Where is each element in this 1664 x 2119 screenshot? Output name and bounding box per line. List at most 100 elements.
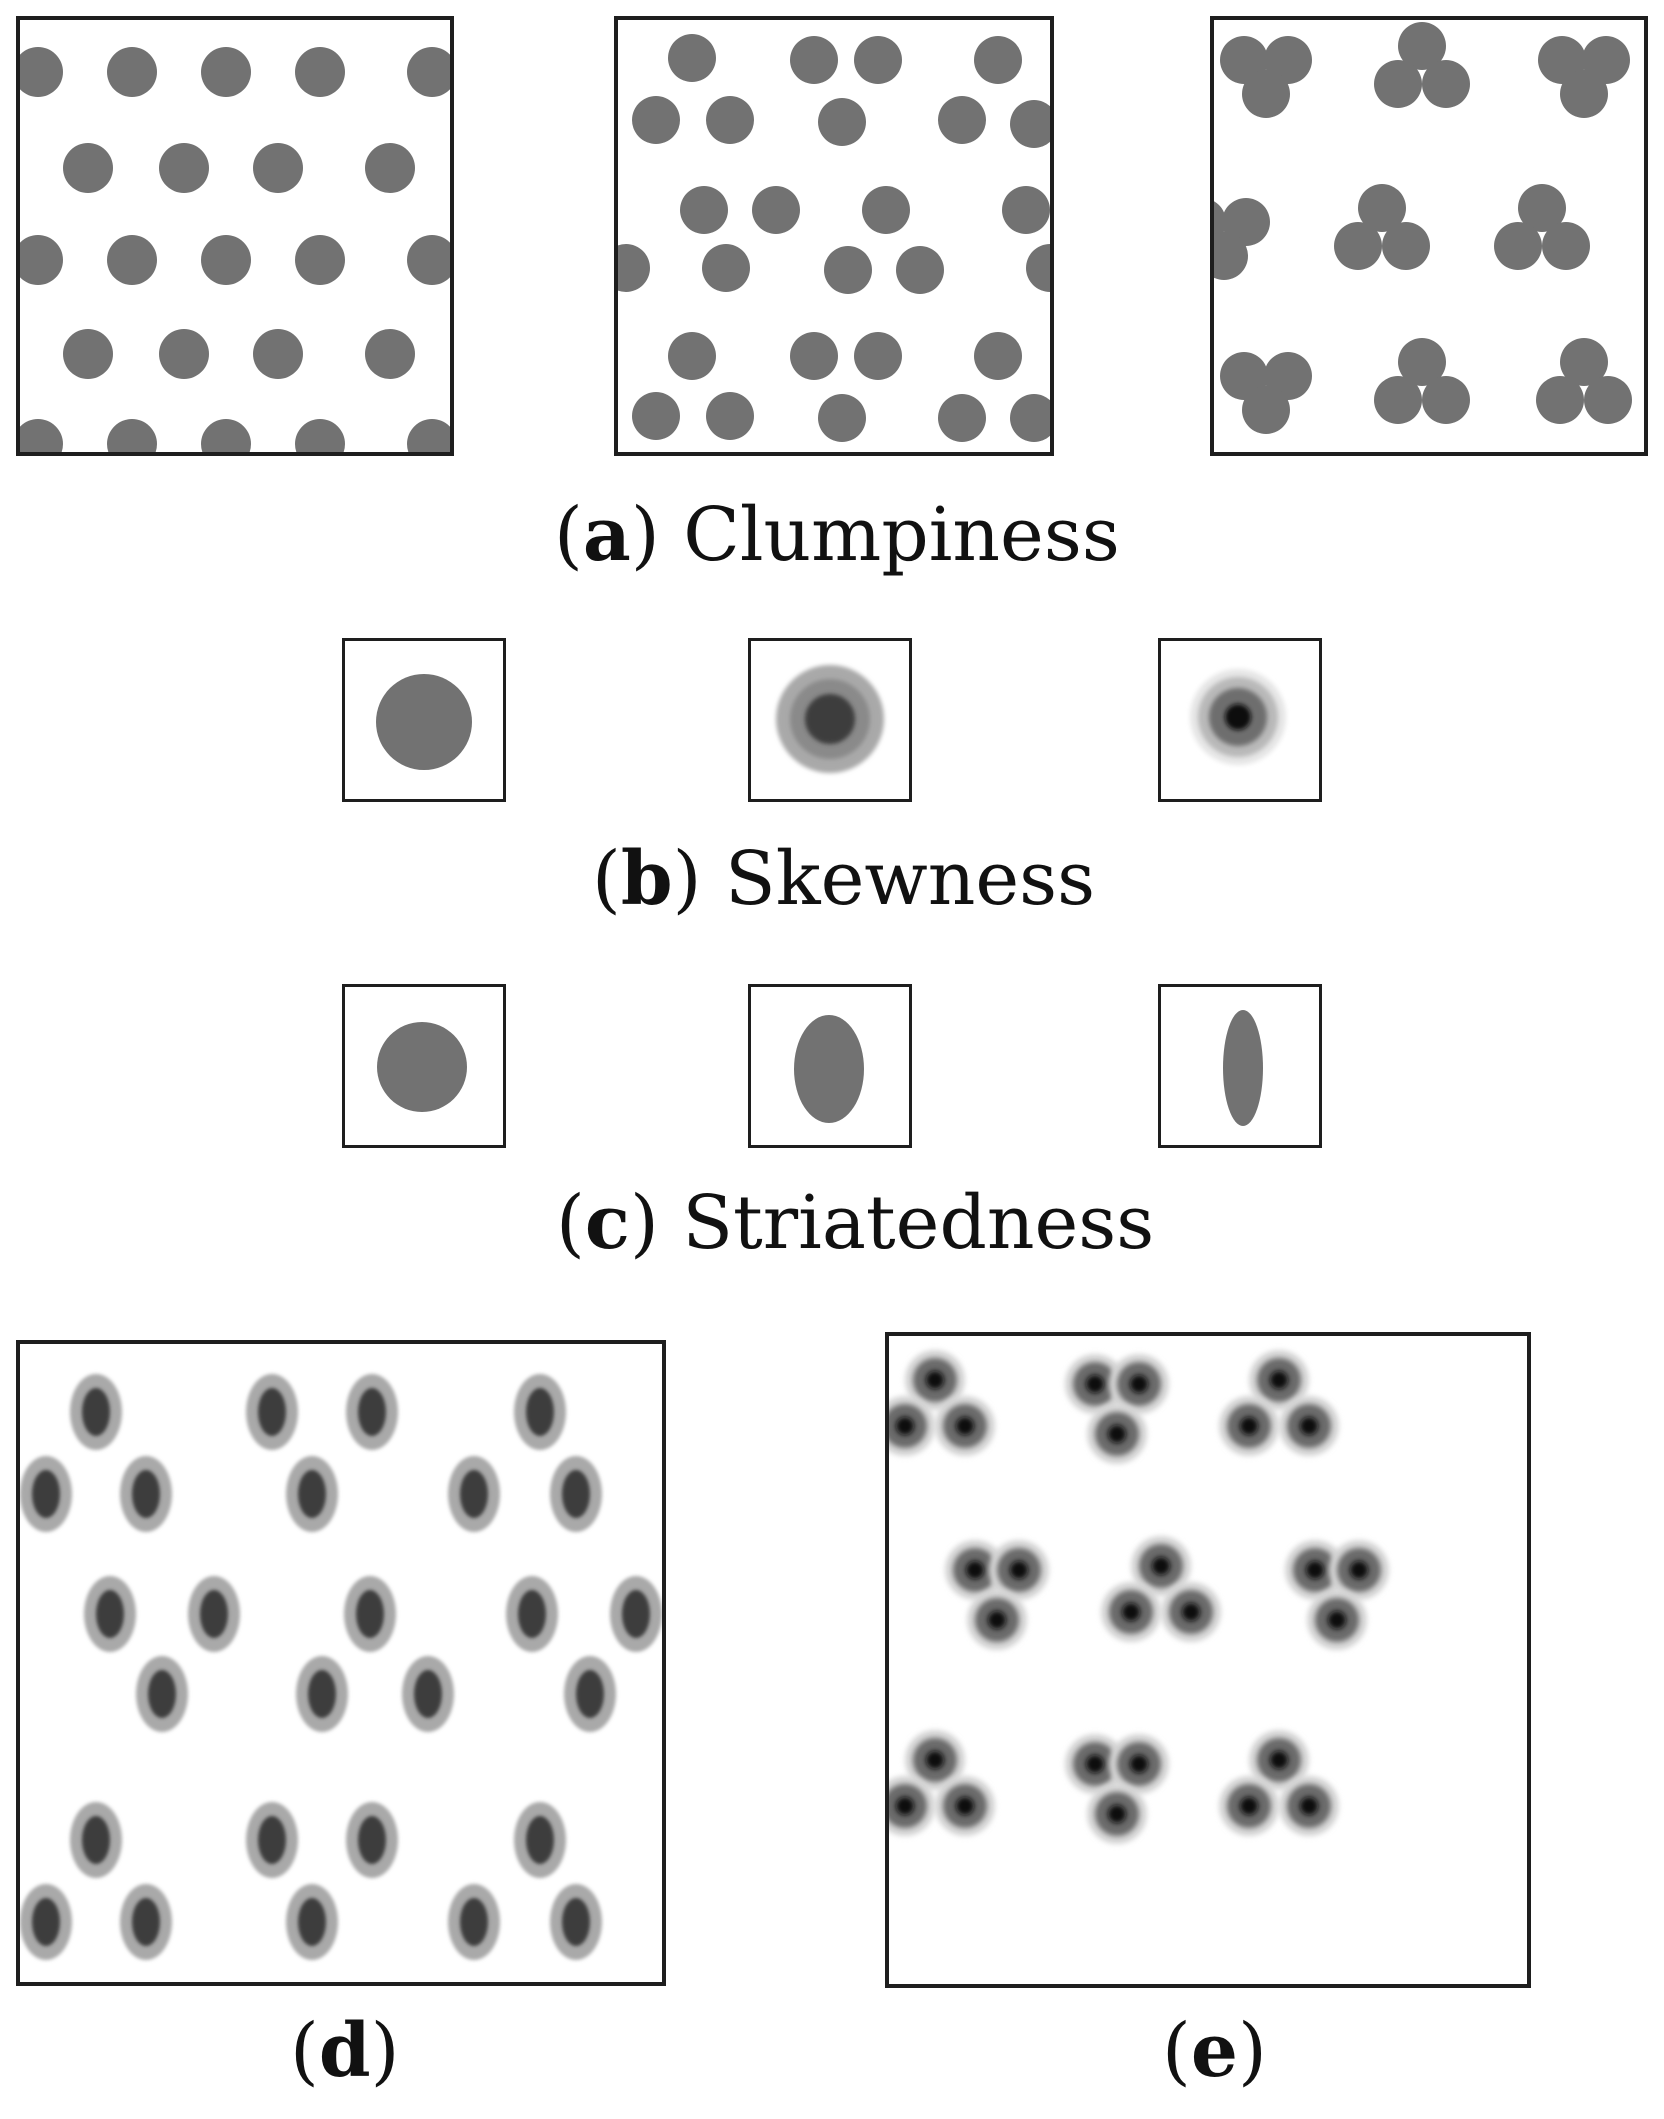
spot: [854, 332, 902, 380]
spot: [680, 186, 728, 234]
spot: [295, 419, 345, 452]
spot: [159, 143, 209, 193]
spot: [632, 392, 680, 440]
spot: [407, 235, 450, 285]
spot: [896, 246, 944, 294]
spot: [407, 47, 450, 97]
spot: [376, 674, 472, 770]
spot-core: [258, 1816, 286, 1864]
spot-core: [32, 1470, 60, 1518]
spot-core: [1086, 1755, 1104, 1773]
spot: [20, 235, 63, 285]
spot: [1398, 338, 1446, 386]
combined-e-pattern: [889, 1350, 1389, 1844]
caption-d: (d): [290, 2008, 400, 2094]
skewness-panel-uniform: [342, 638, 506, 802]
caption-a-letter: a: [582, 492, 631, 578]
spot: [632, 96, 680, 144]
spot-core: [1010, 1561, 1028, 1579]
spot: [20, 419, 63, 452]
caption-c-name: Striatedness: [682, 1180, 1155, 1266]
spot: [1002, 186, 1050, 234]
spot: [1518, 184, 1566, 232]
spot: [1536, 376, 1584, 424]
spot-core: [32, 1898, 60, 1946]
spot-core: [460, 1470, 488, 1518]
spot: [295, 235, 345, 285]
spot-core: [526, 1388, 554, 1436]
spot-core: [562, 1898, 590, 1946]
spot: [63, 329, 113, 379]
spot: [752, 186, 800, 234]
spot: [377, 1022, 467, 1112]
spot: [706, 96, 754, 144]
clumpiness-panel-uniform: [16, 16, 454, 456]
spot: [818, 98, 866, 146]
spot-core: [1270, 1751, 1288, 1769]
spot: [1422, 376, 1470, 424]
spot-core: [298, 1470, 326, 1518]
spot: [253, 329, 303, 379]
spot-core: [358, 1388, 386, 1436]
spot: [618, 244, 650, 292]
striatedness-round-spot: [377, 1022, 467, 1112]
spot-core: [1270, 1371, 1288, 1389]
spot: [1584, 376, 1632, 424]
spot: [201, 47, 251, 97]
spot: [974, 36, 1022, 84]
spot-core: [1130, 1755, 1148, 1773]
caption-c-letter: c: [584, 1180, 630, 1266]
spot-core: [298, 1898, 326, 1946]
spot: [794, 1015, 864, 1123]
spot: [365, 329, 415, 379]
spot: [1374, 60, 1422, 108]
spot-core: [926, 1751, 944, 1769]
spot-core: [1086, 1375, 1104, 1393]
striatedness-elongated-spot: [1223, 1010, 1263, 1126]
spot-core: [622, 1590, 650, 1638]
spot: [1220, 36, 1268, 84]
clumpiness-panel-clustered: [1210, 16, 1648, 456]
spot-core: [1130, 1375, 1148, 1393]
spot-core: [518, 1590, 546, 1638]
spot-core: [1108, 1425, 1126, 1443]
spot-core: [1182, 1603, 1200, 1621]
spot: [790, 36, 838, 84]
caption-b-letter: b: [620, 836, 673, 922]
spot-core: [460, 1898, 488, 1946]
spot-core: [200, 1590, 228, 1638]
spot-core: [988, 1611, 1006, 1629]
spot-core: [1350, 1561, 1368, 1579]
spot: [1422, 60, 1470, 108]
spot-core: [358, 1816, 386, 1864]
spot: [1222, 198, 1270, 246]
striatedness-oval-spot: [794, 1015, 864, 1123]
skewness-uniform-spot: [376, 674, 472, 770]
spot: [201, 419, 251, 452]
spot: [668, 34, 716, 82]
spot: [1010, 100, 1050, 148]
spot-core: [1328, 1611, 1346, 1629]
caption-b: (b) Skewness: [592, 836, 1096, 922]
combined-panel-d: [16, 1340, 666, 1986]
spot-core: [526, 1816, 554, 1864]
spot: [818, 394, 866, 442]
spot-core: [896, 1797, 914, 1815]
spot-core: [148, 1670, 176, 1718]
striatedness-panel-oval: [748, 984, 912, 1148]
spot: [854, 36, 902, 84]
spot-core: [562, 1470, 590, 1518]
spot: [974, 332, 1022, 380]
spot: [1358, 184, 1406, 232]
spot: [938, 394, 986, 442]
spot-core: [1300, 1797, 1318, 1815]
spot-core: [356, 1590, 384, 1638]
caption-c: (c) Striatedness: [556, 1180, 1155, 1266]
spot: [668, 332, 716, 380]
spot-core: [956, 1797, 974, 1815]
clumpiness-panel-paired: [614, 16, 1054, 456]
spot: [706, 392, 754, 440]
spot-core: [576, 1670, 604, 1718]
spot: [20, 47, 63, 97]
spot: [1214, 232, 1248, 280]
